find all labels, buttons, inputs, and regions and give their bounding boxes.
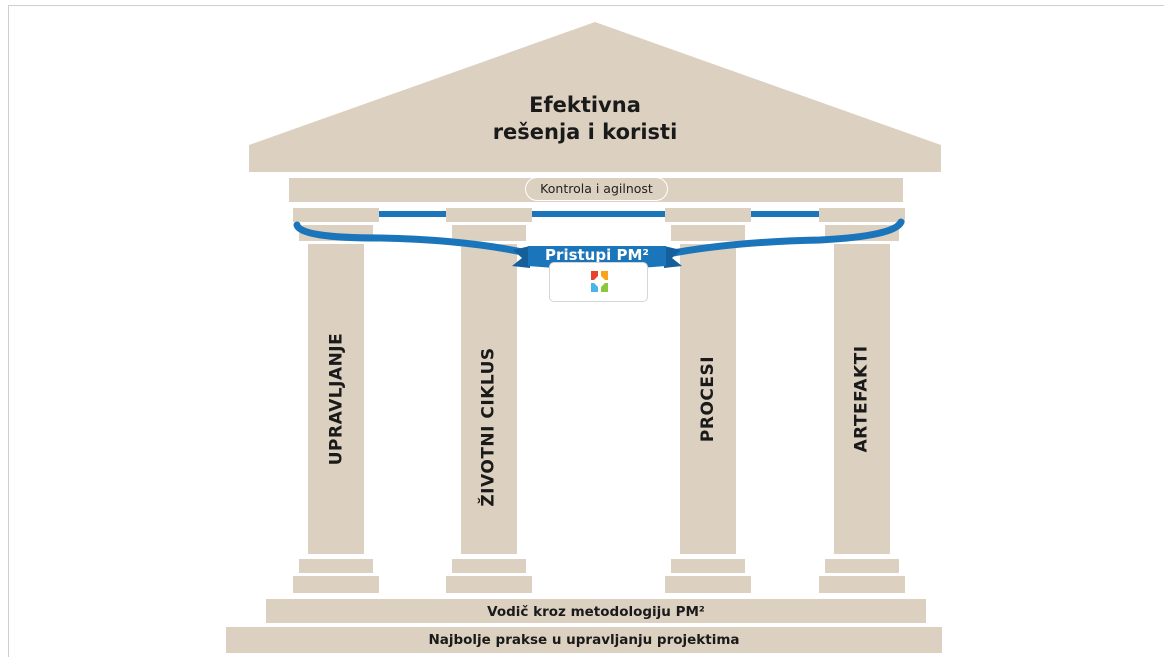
pillar-base-3 [671, 559, 745, 573]
foundation-lower-step [226, 627, 942, 653]
logo-shape-orange [601, 271, 608, 280]
pillar-capital-3 [665, 208, 751, 222]
frame-top-border [8, 5, 1164, 6]
pillar-capital-2-lower [452, 225, 526, 241]
foundation-upper-step [266, 599, 926, 623]
roof-title-line-1: Efektivna [529, 93, 641, 117]
pillar-shaft-2 [461, 244, 517, 554]
pillar-shaft-1 [308, 244, 364, 554]
pillar-base-4 [825, 559, 899, 573]
pillar-capital-4 [819, 208, 905, 222]
banner-tail-left [512, 246, 530, 268]
pillar-shaft-4 [834, 244, 890, 554]
ribbon-strip-3 [751, 211, 819, 217]
ribbon-strip-2 [532, 211, 665, 217]
banner-tail-right [664, 246, 682, 268]
ribbon-strip-1 [379, 211, 446, 217]
pillar-base-2-lower [446, 576, 532, 593]
pillar-capital-3-lower [671, 225, 745, 241]
pm2-logo-icon [591, 271, 608, 292]
pillar-base-2 [452, 559, 526, 573]
pillar-base-1-lower [293, 576, 379, 593]
roof-title: Efektivna rešenja i koristi [395, 92, 775, 146]
pillar-base-4-lower [819, 576, 905, 593]
roof-pediment [249, 22, 941, 172]
foundation-lower-label: Najbolje prakse u upravljanju projektima [428, 632, 740, 648]
pillar-base-1 [299, 559, 373, 573]
pillar-capital-2 [446, 208, 532, 222]
control-agility-label: Kontrola i agilnost [525, 177, 668, 201]
logo-shape-blue [591, 283, 598, 292]
frame-left-border [8, 5, 9, 657]
pillar-shaft-3 [680, 244, 736, 554]
logo-shape-red [591, 271, 598, 280]
foundation-upper-label: Vodič kroz metodologiju PM² [487, 604, 705, 620]
pillar-capital-1 [293, 208, 379, 222]
pillar-base-3-lower [665, 576, 751, 593]
logo-shape-green [601, 283, 608, 292]
banner-label: Pristupi PM² [545, 246, 649, 264]
pm2-logo-box [549, 262, 648, 302]
roof-title-line-2: rešenja i koristi [492, 120, 678, 144]
